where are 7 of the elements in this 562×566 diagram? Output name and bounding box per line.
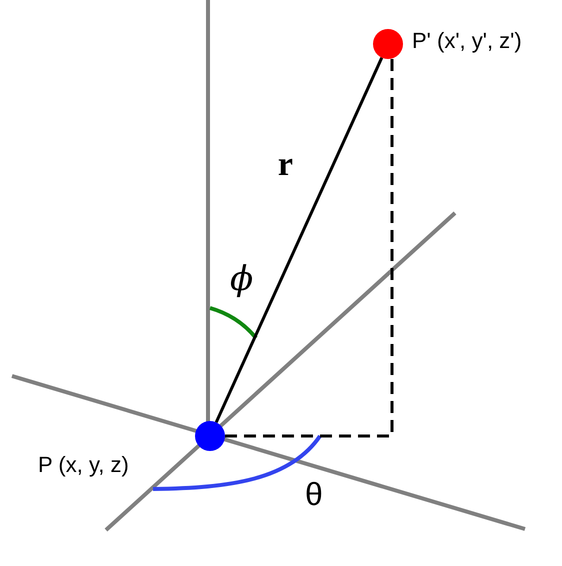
edge-label: r <box>278 148 293 182</box>
point-label: P' (x', y', z') <box>412 30 522 52</box>
projection-line <box>225 59 394 438</box>
angle-label: θ <box>305 478 323 510</box>
point-label: P (x, y, z) <box>38 454 129 476</box>
radius-line <box>214 57 384 423</box>
angle-label: ϕ <box>230 262 254 296</box>
